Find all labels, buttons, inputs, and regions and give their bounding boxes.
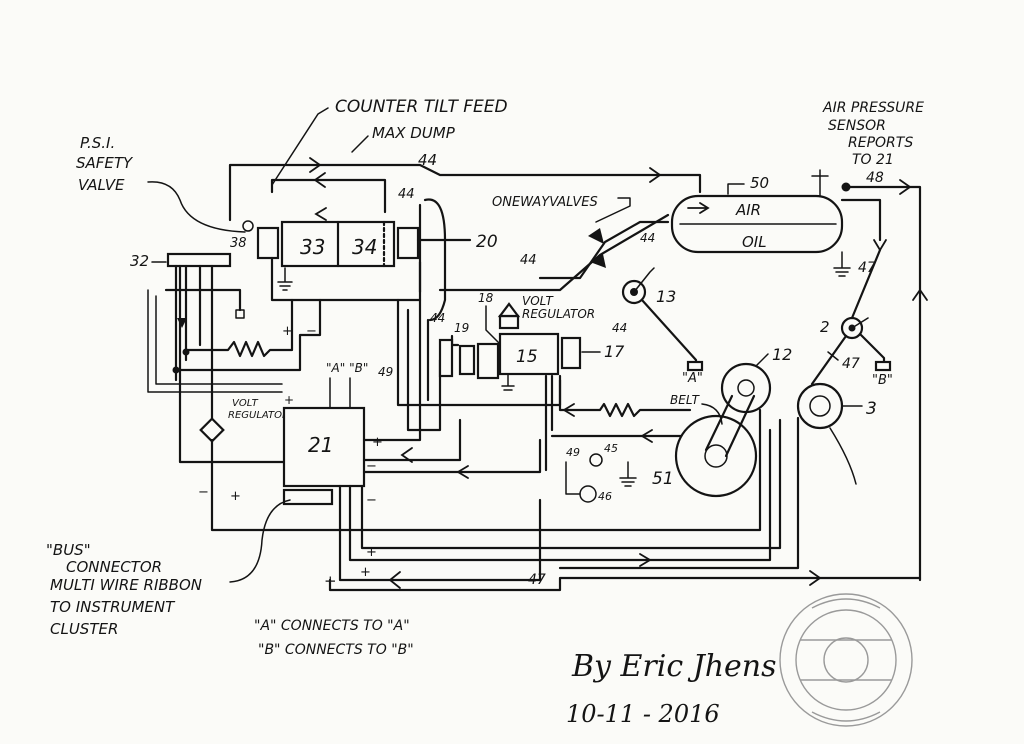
- num-21: 21: [308, 433, 333, 457]
- num-46: 46: [598, 490, 612, 503]
- label-belt: BELT: [670, 393, 701, 407]
- label-air-pressure-2: SENSOR: [828, 118, 886, 134]
- label-volt-reg-top-2: REGULATOR: [522, 307, 595, 321]
- num-49: 49: [378, 365, 393, 379]
- terminal-a: "A": [682, 371, 703, 386]
- num-18: 18: [478, 291, 494, 305]
- num-47-right: 47: [842, 356, 860, 372]
- svg-text:+: +: [230, 489, 241, 504]
- num-12: 12: [772, 345, 792, 364]
- num-20: 20: [476, 232, 498, 252]
- pump-17: [560, 336, 582, 370]
- svg-text:+: +: [282, 324, 293, 339]
- svg-text:+: +: [372, 435, 383, 450]
- num-45: 45: [604, 442, 618, 455]
- check-valve-upper-icon: [588, 228, 604, 244]
- label-bus-2: CONNECTOR: [66, 558, 162, 576]
- num-47-bottom: 47: [528, 572, 546, 588]
- num-3: 3: [866, 399, 877, 419]
- terminal-b: "B": [872, 373, 893, 388]
- valve-19: [458, 344, 476, 376]
- label-a-connects: "A" CONNECTS TO "A": [254, 618, 410, 634]
- num-32: 32: [130, 252, 149, 270]
- num-44-oil: 44: [640, 231, 655, 245]
- label-psi-line1: P.S.I.: [80, 134, 115, 152]
- label-psi-line3: VALVE: [78, 176, 125, 194]
- label-air-pressure-3: REPORTS: [848, 135, 913, 151]
- volt-regulator-diamond-icon: [199, 417, 225, 443]
- num-34: 34: [352, 235, 377, 259]
- label-psi-line2: SAFETY: [76, 154, 134, 172]
- svg-text:+: +: [366, 545, 377, 560]
- label-bus-1: "BUS": [46, 541, 91, 559]
- valve-38: [256, 226, 280, 260]
- alternator-15: [498, 332, 560, 376]
- num-38: 38: [230, 236, 247, 251]
- bus-connector: [282, 488, 334, 506]
- num-44-left-a: 44: [430, 311, 445, 325]
- signature-name: By Eric Jhens: [571, 649, 777, 684]
- label-volt-reg-left-2: REGULATOR: [228, 410, 289, 421]
- pulley-12: [720, 362, 772, 414]
- label-oil: OIL: [742, 233, 767, 251]
- label-b-connects: "B" CONNECTS TO "B": [258, 642, 414, 658]
- label-volt-reg-left-1: VOLT: [232, 398, 259, 409]
- label-counter-tilt-feed: COUNTER TILT FEED: [335, 97, 508, 117]
- num-48: 48: [866, 170, 884, 186]
- label-bus-4: TO INSTRUMENT: [50, 598, 176, 616]
- label-one-way-valves: ONEWAYVALVES: [492, 195, 598, 210]
- svg-text:+: +: [360, 565, 371, 580]
- num-49-lower: 49: [566, 446, 580, 459]
- notary-seal-icon: [779, 593, 913, 727]
- num-44-mid: 44: [398, 187, 415, 202]
- num-33: 33: [300, 235, 325, 259]
- num-15: 15: [516, 347, 538, 367]
- num-44-reg: 44: [612, 321, 627, 335]
- label-bus-5: CLUSTER: [50, 620, 118, 638]
- pulley-3: [796, 382, 844, 430]
- check-valve-lower-icon: [590, 254, 606, 268]
- label-bus-3: MULTI WIRE RIBBON: [50, 576, 202, 594]
- svg-text:−: −: [366, 493, 377, 508]
- svg-text:+: +: [284, 393, 294, 407]
- volt-regulator-top-icon: [498, 314, 520, 330]
- signature-date: 10-11 - 2016: [566, 700, 720, 728]
- label-air-pressure-1: AIR PRESSURE: [822, 100, 924, 116]
- num-50: 50: [750, 174, 769, 192]
- svg-text:−: −: [198, 485, 209, 500]
- svg-text:−: −: [306, 324, 317, 339]
- num-13: 13: [656, 287, 676, 306]
- num-2: 2: [820, 318, 830, 336]
- num-51: 51: [652, 469, 674, 489]
- num-44-top: 44: [418, 151, 437, 169]
- label-air: AIR: [735, 201, 761, 219]
- switch-32: [166, 252, 232, 268]
- label-ab-top: "A" "B": [326, 361, 368, 375]
- label-max-dump: MAX DUMP: [372, 124, 456, 142]
- label-volt-reg-top-1: VOLT: [522, 294, 555, 308]
- num-19: 19: [454, 321, 469, 335]
- controller-21: [282, 406, 366, 488]
- num-17: 17: [604, 342, 625, 361]
- svg-text:−: −: [366, 459, 377, 474]
- num-44-valve: 44: [520, 253, 537, 268]
- label-air-pressure-4: TO 21: [852, 152, 894, 168]
